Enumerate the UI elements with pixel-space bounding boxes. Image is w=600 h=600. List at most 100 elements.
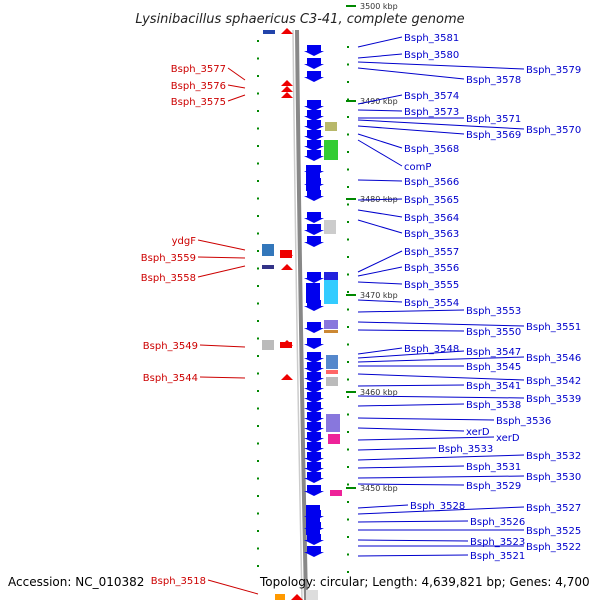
track-dot	[347, 186, 349, 188]
track-dot	[257, 180, 259, 182]
gene-label: Bsph_3566	[404, 177, 459, 188]
track-dot	[347, 571, 349, 573]
leader-line	[357, 350, 465, 359]
gene-feature	[326, 414, 340, 432]
leader-line	[357, 475, 525, 479]
gene-feature	[304, 236, 324, 247]
track-dot	[257, 215, 259, 217]
leader-line	[357, 109, 403, 112]
gene-feature	[324, 140, 338, 160]
track-dot	[257, 197, 259, 200]
gene-label: Bsph_3544	[143, 373, 198, 384]
gene-label: Bsph_3581	[404, 33, 459, 44]
gene-label: Bsph_3559	[141, 253, 196, 264]
gene-label: Bsph_3576	[171, 81, 226, 92]
leader-line	[357, 94, 403, 105]
gene-feature	[281, 86, 293, 92]
gene-feature	[304, 224, 324, 235]
track-dot	[257, 442, 259, 445]
leader-line	[357, 395, 525, 399]
gene-feature	[328, 434, 340, 444]
tick-label: 3460 kbp	[360, 388, 398, 397]
track-dot	[347, 536, 349, 538]
leader-line	[357, 61, 525, 70]
track-dot	[257, 162, 259, 165]
gene-feature	[281, 28, 293, 34]
track-dot	[347, 466, 349, 468]
gene-feature	[304, 130, 324, 141]
leader-line	[357, 36, 403, 48]
gene-feature	[330, 490, 342, 496]
leader-line	[357, 427, 465, 432]
leader-line	[357, 554, 469, 557]
gene-feature	[275, 594, 285, 600]
gene-feature	[324, 330, 338, 333]
leader-line	[357, 53, 403, 59]
leader-line	[357, 465, 465, 469]
gene-label: Bsph_3551	[526, 322, 581, 333]
right-gene-labels: Bsph_3581Bsph_3580Bsph_3579Bsph_3578Bsph…	[404, 33, 581, 562]
leader-line	[357, 250, 403, 273]
leader-line	[197, 265, 246, 278]
track-dot	[257, 127, 259, 130]
left-leader-lines	[197, 67, 259, 595]
leader-line	[357, 309, 465, 313]
gene-feature	[304, 140, 324, 151]
track-dot	[347, 203, 349, 206]
gene-label: Bsph_3530	[526, 472, 581, 483]
gene-feature	[304, 546, 324, 557]
leader-line	[357, 133, 403, 149]
tick-dot-track	[257, 40, 349, 573]
gene-label: xerD	[496, 433, 520, 444]
gene-feature	[326, 377, 338, 386]
track-dot	[347, 343, 349, 346]
leader-line	[227, 67, 246, 81]
gene-feature	[304, 372, 324, 383]
gene-feature	[304, 462, 324, 473]
leader-line	[357, 198, 403, 201]
gene-feature	[262, 340, 274, 350]
leader-line	[357, 504, 409, 509]
gene-label: Bsph_3539	[526, 394, 581, 405]
track-dot	[347, 518, 349, 521]
track-dot	[347, 116, 349, 118]
gene-label: Bsph_3565	[404, 195, 459, 206]
track-dot	[257, 320, 259, 322]
gene-label: Bsph_3568	[404, 144, 459, 155]
leader-line	[207, 579, 259, 595]
track-dot	[257, 40, 259, 42]
left-gene-labels: Bsph_3577Bsph_3576Bsph_3575ydgFBsph_3559…	[141, 64, 226, 587]
gene-label: comP	[404, 162, 431, 173]
leader-line	[357, 209, 403, 218]
track-dot	[347, 396, 349, 398]
track-dot	[347, 326, 349, 328]
leader-line	[357, 447, 437, 451]
map-title: Lysinibacillus sphaericus C3-41, complet…	[135, 12, 464, 27]
gene-label: Bsph_3521	[470, 551, 525, 562]
gene-feature	[304, 472, 324, 483]
gene-label: Bsph_3548	[404, 344, 459, 355]
tick-label: 3490 kbp	[360, 97, 398, 106]
gene-label: Bsph_3558	[141, 273, 196, 284]
track-dot	[347, 378, 349, 381]
gene-label: Bsph_3571	[466, 114, 521, 125]
leader-line	[357, 539, 469, 542]
tick-label: 3450 kbp	[360, 484, 398, 493]
track-dot	[347, 168, 349, 171]
gene-label: Bsph_3536	[496, 416, 551, 427]
leader-line	[357, 67, 465, 80]
gene-label: Bsph_3546	[526, 353, 581, 364]
gene-feature	[281, 80, 293, 86]
gene-feature	[304, 100, 324, 111]
gene-feature	[281, 92, 293, 98]
leader-line	[357, 119, 525, 130]
leader-line	[357, 454, 525, 461]
gene-feature	[291, 594, 303, 600]
gene-label: Bsph_3570	[526, 125, 581, 136]
gene-feature	[326, 355, 338, 369]
gene-label: Bsph_3531	[466, 462, 521, 473]
gene-feature	[304, 110, 324, 121]
gene-label: Bsph_3538	[466, 400, 521, 411]
genome-backbone	[295, 29, 308, 600]
